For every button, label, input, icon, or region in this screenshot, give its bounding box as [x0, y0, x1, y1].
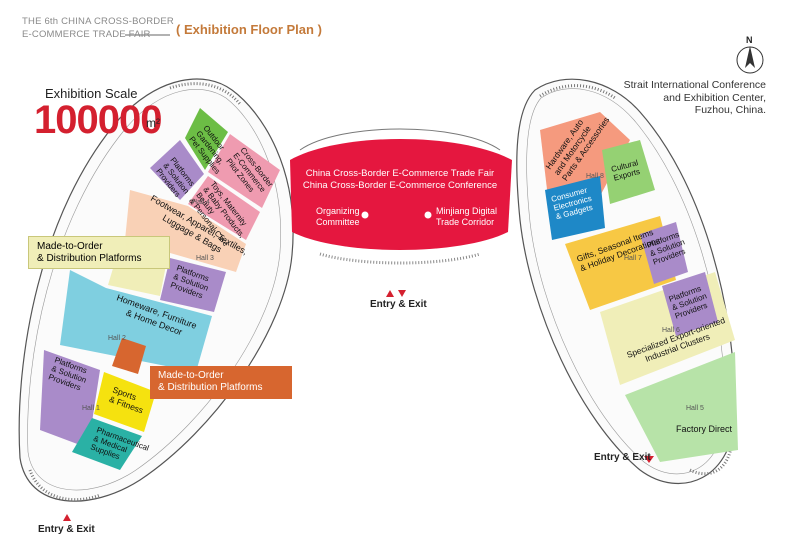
right-hall-inner-ring: [526, 88, 726, 475]
center-entry-exit[interactable]: Entry & Exit: [370, 299, 427, 310]
booth-platforms-hall7[interactable]: [640, 222, 688, 284]
hall-2-label: Hall 2: [108, 335, 126, 342]
left-hall: [18, 78, 294, 502]
right-entry-exit[interactable]: Entry & Exit: [594, 452, 651, 463]
booth-factory[interactable]: [625, 352, 738, 462]
booth-outdoor[interactable]: [185, 108, 228, 170]
hall-7-label: Hall 7: [624, 255, 642, 262]
booth-platforms-top[interactable]: [150, 140, 204, 200]
made-to-order-callout-bottom[interactable]: Made-to-Order & Distribution Platforms: [150, 366, 292, 399]
center-hall-roof: [299, 128, 501, 151]
venue-line2: and Exhibition Center,: [663, 91, 766, 104]
booth-made-small[interactable]: [112, 338, 146, 374]
booth-toys[interactable]: [188, 176, 260, 240]
booth-platforms-hall6[interactable]: [662, 272, 718, 336]
hall-3-label: Hall 3: [196, 255, 214, 262]
scale-unit: m²: [146, 116, 160, 130]
booth-platforms-bottom[interactable]: [40, 350, 100, 448]
trade-corridor-label[interactable]: Trade Corridor: [436, 217, 494, 227]
event-name-line1: THE 6th CHINA CROSS-BORDER: [22, 16, 174, 27]
scale-value: 100000: [34, 98, 162, 142]
left-entry-exit[interactable]: Entry & Exit: [38, 524, 95, 535]
factory-label: Factory Direct: [676, 424, 733, 434]
made-to-order-callout-top[interactable]: Made-to-Order & Distribution Platforms: [28, 236, 170, 269]
venue-line3: Fuzhou, China.: [694, 104, 766, 116]
event-name-line2: E-COMMERCE TRADE FAIR: [22, 29, 151, 40]
page-title: ( Exhibition Floor Plan ): [176, 22, 322, 37]
callout-line2: & Distribution Platforms: [37, 253, 142, 264]
booth-homeware[interactable]: [60, 270, 212, 372]
center-hall-shape[interactable]: [290, 139, 512, 250]
booth-cultural[interactable]: [602, 140, 655, 204]
left-hall-stands-top: [169, 82, 242, 105]
left-hall-inner-ring: [27, 89, 281, 491]
venue-line1: Strait International Conference: [623, 79, 766, 91]
center-hall-subtitle: China Cross-Border E-Commerce Conference: [303, 180, 497, 191]
center-hall-stands: [319, 252, 481, 265]
callout-line2: & Distribution Platforms: [158, 382, 263, 393]
center-entry-down-icon: [398, 290, 406, 297]
organizing-committee-marker[interactable]: [361, 211, 369, 219]
organizing-committee-label[interactable]: Organizing: [316, 206, 360, 216]
hall-5-label: Hall 5: [686, 405, 704, 412]
hall-6-label: Hall 6: [662, 327, 680, 334]
compass: [736, 46, 764, 74]
callout-line1: Made-to-Order: [37, 241, 103, 252]
center-hall-title: China Cross-Border E-Commerce Trade Fair: [306, 168, 494, 179]
center-hall: [290, 128, 512, 297]
title-bracket-right: ): [317, 22, 322, 37]
booth-crossborder[interactable]: [208, 134, 280, 208]
right-hall-stands-top: [539, 84, 616, 100]
compass-label: N: [746, 35, 753, 45]
callout-line1: Made-to-Order: [158, 370, 224, 381]
left-entry-icon: [63, 514, 71, 521]
organizing-committee-label[interactable]: Committee: [316, 217, 360, 227]
left-hall-stands-bottom: [28, 469, 101, 502]
title-text: Exhibition Floor Plan: [183, 22, 314, 37]
booth-consumer[interactable]: [545, 176, 605, 240]
right-hall: [516, 78, 738, 485]
title-bracket-left: (: [176, 22, 181, 37]
trade-corridor-marker[interactable]: [424, 211, 432, 219]
booth-pharma[interactable]: [72, 418, 142, 470]
venue-address: Strait International Conference and Exhi…: [606, 79, 766, 117]
trade-corridor-label[interactable]: Minjiang Digital: [436, 206, 497, 216]
hall-4-label: Hall 4: [192, 199, 210, 206]
scale-label: Exhibition Scale: [45, 86, 138, 101]
booth-platforms-hall3[interactable]: [160, 258, 226, 312]
hall-8-label: Hall 8: [586, 173, 604, 180]
booth-sports[interactable]: [94, 372, 156, 432]
center-entry-up-icon: [386, 290, 394, 297]
right-entry-icon: [644, 456, 654, 463]
booth-footwear[interactable]: [125, 190, 246, 272]
north-arrow-icon: [745, 46, 755, 68]
hall-1-label: Hall 1: [82, 405, 100, 412]
